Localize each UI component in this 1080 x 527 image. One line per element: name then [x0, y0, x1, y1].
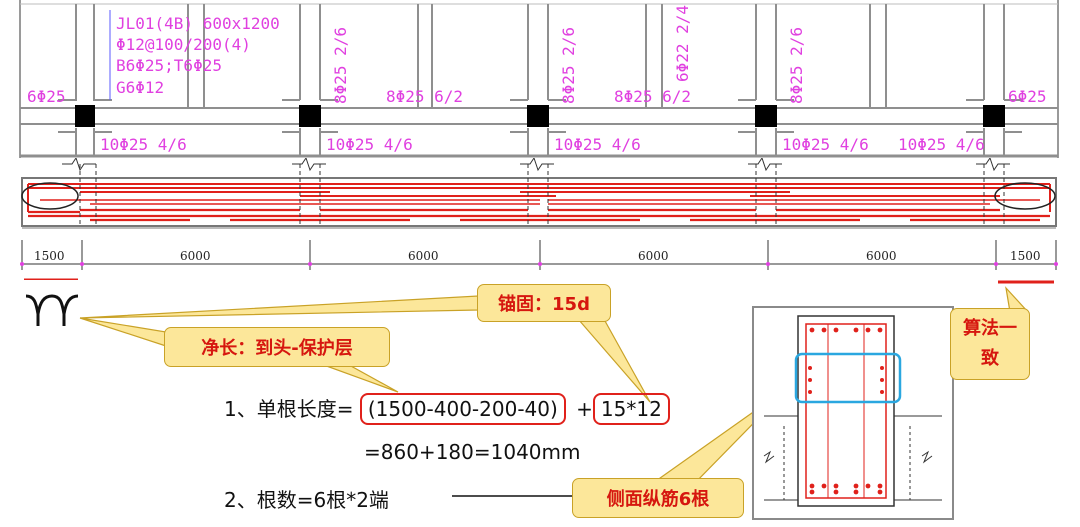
dim-1500-left: 1500: [34, 249, 65, 263]
left-end-highlight: [21, 182, 79, 210]
formula-plus: +: [576, 397, 593, 421]
column-2: [299, 105, 321, 127]
left-support-label: 6Φ25: [27, 87, 66, 106]
stirrup-label: Φ12@100/200(4): [116, 35, 251, 54]
bottom-bar-label-5: 10Φ25 4/6: [898, 135, 985, 154]
side-bars-highlight: [794, 352, 902, 404]
column-4: [755, 105, 777, 127]
right-end-highlight: [994, 182, 1056, 210]
formula-line-2: =860+180=1040mm: [364, 440, 581, 464]
column-5: [983, 105, 1005, 127]
bottom-top-label: B6Φ25;T6Φ25: [116, 56, 222, 75]
formula-net-length-box: (1500-400-200-40): [359, 393, 566, 425]
column-1: [75, 105, 95, 127]
net-length-callout: 净长：到头-保护层: [164, 327, 390, 367]
right-support-label: 6Φ25: [1008, 87, 1047, 106]
formula-line-3: 2、根数=6根*2端: [224, 488, 389, 512]
vertical-label-3: 6Φ22 2/4: [673, 5, 692, 82]
dim-6000-4: 6000: [866, 249, 897, 263]
dim-6000-3: 6000: [638, 249, 669, 263]
formula-line-1: 1、单根长度= (1500-400-200-40) +15*12: [224, 393, 670, 425]
dim-6000-2: 6000: [408, 249, 439, 263]
mid-label-1: 8Φ25 6/2: [386, 87, 463, 106]
beam-elevation: 1500 6000 6000 6000 6000 1500: [0, 158, 1080, 280]
mid-label-2: 8Φ25 6/2: [614, 87, 691, 106]
vertical-label-4: 8Φ25 2/6: [787, 27, 806, 104]
column-3: [527, 105, 549, 127]
dim-6000-1: 6000: [180, 249, 211, 263]
left-brace: [25, 294, 79, 326]
vertical-label-2: 8Φ25 2/6: [559, 27, 578, 104]
side-bars-callout: 侧面纵筋6根: [572, 478, 744, 518]
anchor-callout: 锚固：15d: [477, 284, 611, 322]
side-bar-label: G6Φ12: [116, 78, 164, 97]
same-method-callout: 算法一致: [950, 308, 1030, 380]
bottom-bar-label-3: 10Φ25 4/6: [554, 135, 641, 154]
bottom-bar-label-2: 10Φ25 4/6: [326, 135, 413, 154]
bottom-bar-label-4: 10Φ25 4/6: [782, 135, 869, 154]
vertical-label-1: 8Φ25 2/6: [331, 27, 350, 104]
dim-1500-right: 1500: [1010, 249, 1041, 263]
beam-cross-section: [752, 306, 954, 520]
formula-anchor-box: 15*12: [592, 393, 670, 425]
formula-prefix: 1、单根长度=: [224, 397, 354, 421]
bottom-bar-label-1: 10Φ25 4/6: [100, 135, 187, 154]
beam-plan-view: JL01(4B) 600x1200 Φ12@100/200(4) B6Φ25;T…: [0, 0, 1080, 160]
beam-mark-label: JL01(4B) 600x1200: [116, 14, 280, 33]
